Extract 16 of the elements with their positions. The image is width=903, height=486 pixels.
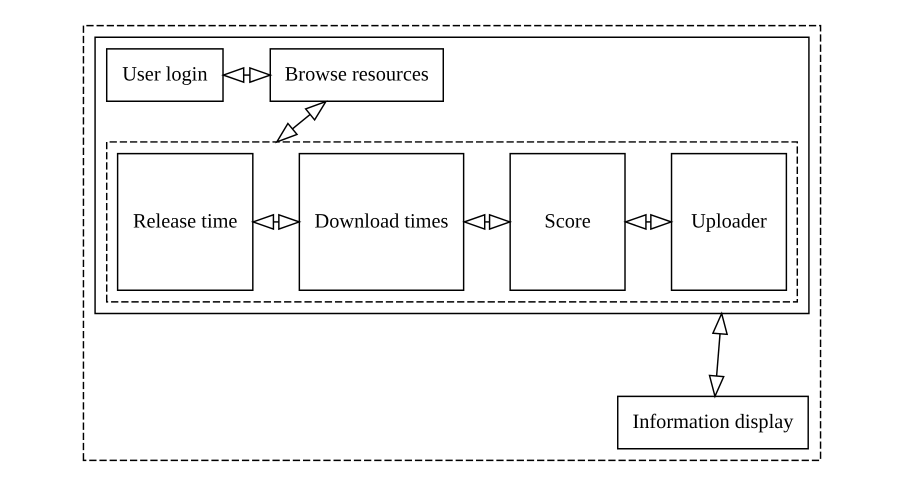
node-box: Uploader: [670, 152, 787, 291]
arrow: [462, 214, 512, 230]
arrow: [274, 100, 328, 144]
cluster: [105, 141, 798, 303]
node-box: User login: [105, 48, 224, 102]
node-box: Download times: [298, 152, 464, 291]
arrow: [220, 66, 272, 84]
arrow: [622, 214, 673, 230]
node-box: Score: [508, 152, 626, 291]
node-box: Browse resources: [269, 48, 444, 102]
cluster: [82, 24, 821, 462]
arrow: [708, 311, 728, 399]
cluster: [94, 36, 810, 314]
arrow: [250, 214, 301, 230]
node-box: Release time: [116, 152, 254, 291]
node-box: Information display: [616, 396, 808, 450]
